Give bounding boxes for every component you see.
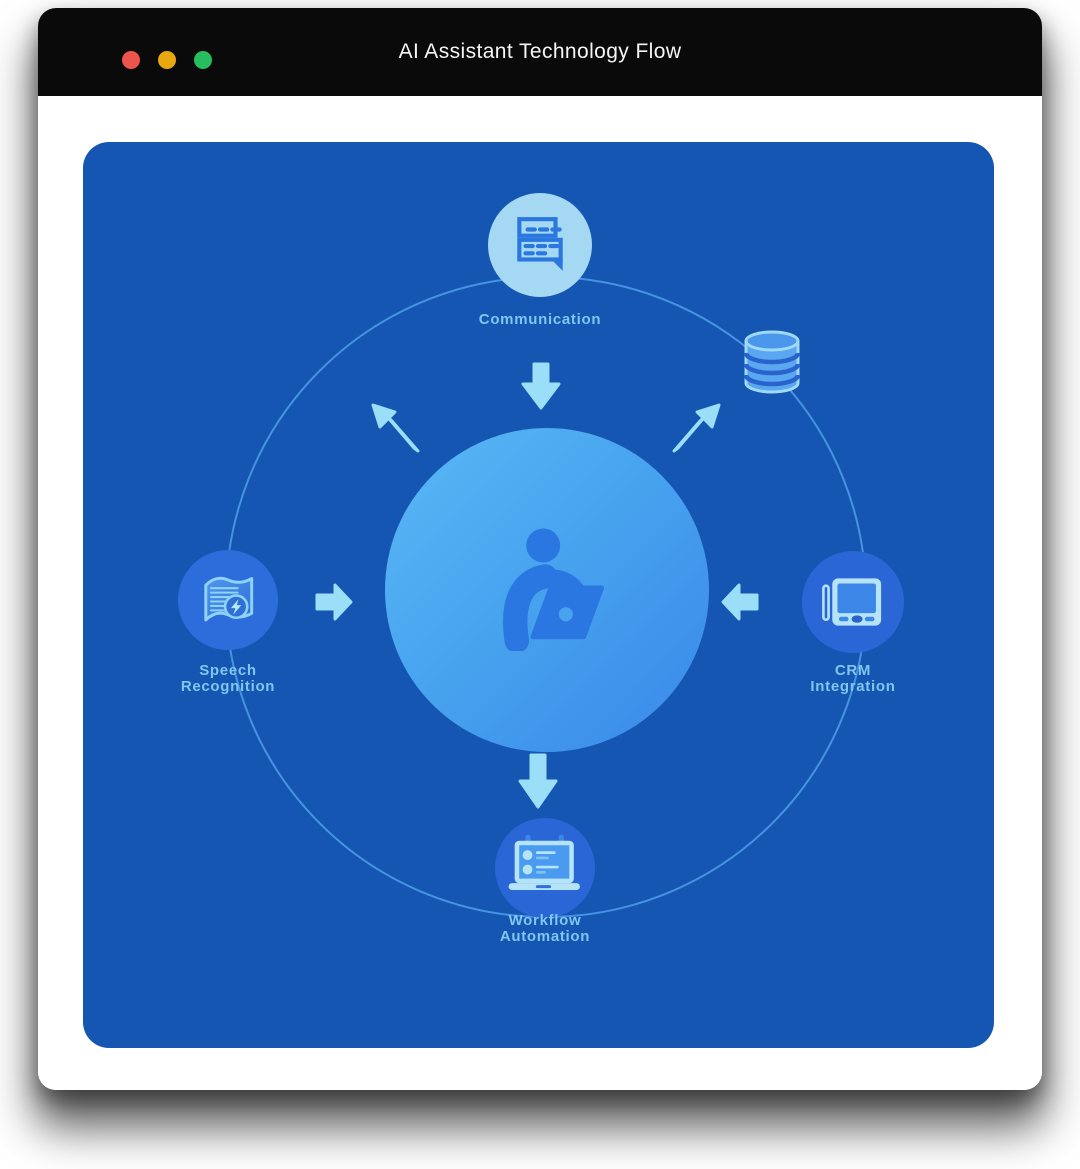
database-icon bbox=[743, 330, 801, 394]
node-speech-recognition bbox=[178, 550, 278, 650]
diagram-panel: Communication bbox=[83, 142, 994, 1048]
ai-assistant-hub bbox=[385, 428, 709, 752]
arrow-down-bottom-icon bbox=[518, 753, 558, 809]
close-button[interactable] bbox=[122, 51, 140, 69]
traffic-lights bbox=[122, 51, 212, 69]
label-line: Recognition bbox=[180, 678, 276, 695]
speech-document-icon bbox=[204, 576, 254, 622]
chat-messages-icon bbox=[517, 217, 563, 271]
macos-window: AI Assistant Technology Flow bbox=[38, 8, 1042, 1090]
label-speech-recognition: Speech Recognition bbox=[103, 663, 353, 695]
node-communication bbox=[488, 193, 592, 297]
label-workflow-automation: Workflow Automation bbox=[420, 913, 670, 945]
label-communication: Communication bbox=[415, 312, 665, 328]
label-line: Workflow bbox=[508, 912, 582, 929]
minimize-button[interactable] bbox=[158, 51, 176, 69]
window-titlebar: AI Assistant Technology Flow bbox=[38, 8, 1042, 96]
arrow-right-icon bbox=[315, 583, 353, 621]
arrow-down-top-icon bbox=[521, 362, 561, 410]
label-line: Automation bbox=[499, 928, 591, 945]
workflow-laptop-icon bbox=[508, 834, 580, 890]
node-crm-integration bbox=[802, 551, 904, 653]
window-body: Communication bbox=[38, 96, 1042, 1090]
node-workflow-automation bbox=[495, 818, 595, 918]
crm-monitor-icon bbox=[822, 578, 882, 626]
label-crm-integration: CRM Integration bbox=[728, 663, 978, 695]
zoom-button[interactable] bbox=[194, 51, 212, 69]
arrow-up-left-icon bbox=[371, 403, 420, 453]
window-title: AI Assistant Technology Flow bbox=[398, 40, 682, 63]
label-line: Communication bbox=[478, 311, 602, 328]
arrow-left-icon bbox=[721, 583, 759, 621]
label-line: CRM bbox=[834, 662, 872, 679]
node-database bbox=[739, 327, 805, 406]
arrow-up-right-icon bbox=[672, 403, 721, 453]
label-line: Speech bbox=[199, 662, 257, 679]
label-line: Integration bbox=[810, 678, 896, 695]
person-at-laptop-icon bbox=[502, 528, 605, 651]
